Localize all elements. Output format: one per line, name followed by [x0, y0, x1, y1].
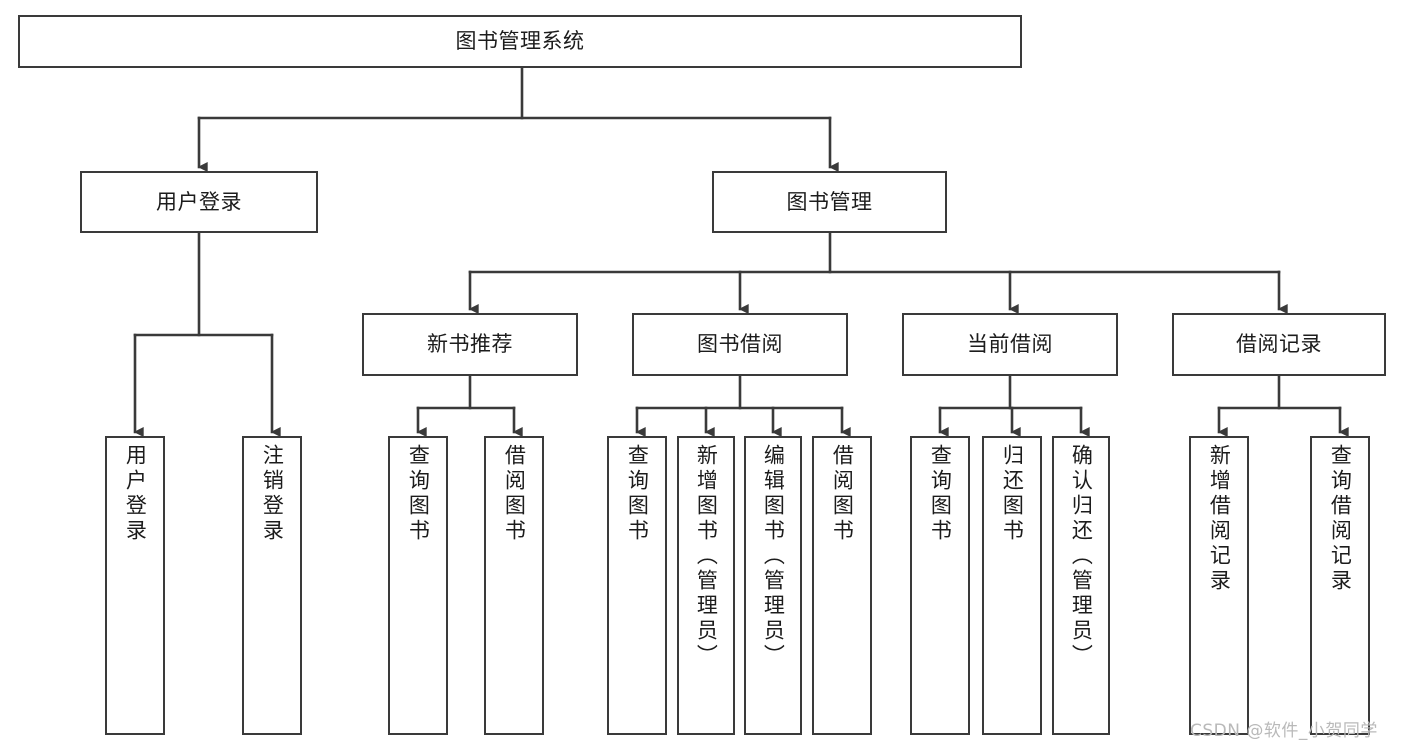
node-borrow-records[interactable]: 借阅记录 [1172, 313, 1386, 376]
leaf-confirm-return-admin[interactable]: 确认归还（管理员） [1052, 436, 1110, 735]
leaf-user-login[interactable]: 用户登录 [105, 436, 165, 735]
node-current-borrowing[interactable]: 当前借阅 [902, 313, 1118, 376]
node-book-borrowing[interactable]: 图书借阅 [632, 313, 848, 376]
leaf-borrow-books-rec-label: 借阅图书 [502, 444, 527, 544]
node-user-login[interactable]: 用户登录 [80, 171, 318, 233]
leaf-query-books-rec[interactable]: 查询图书 [388, 436, 448, 735]
leaf-query-borrow-record-label: 查询借阅记录 [1328, 444, 1353, 594]
leaf-logout[interactable]: 注销登录 [242, 436, 302, 735]
leaf-add-book-admin-label: 新增图书（管理员） [694, 444, 719, 669]
leaf-return-books[interactable]: 归还图书 [982, 436, 1042, 735]
leaf-query-borrow-record[interactable]: 查询借阅记录 [1310, 436, 1370, 735]
leaf-return-books-label: 归还图书 [1000, 444, 1025, 544]
leaf-confirm-return-admin-label: 确认归还（管理员） [1069, 444, 1094, 669]
node-current-borrowing-label: 当前借阅 [967, 332, 1053, 357]
leaf-user-login-label: 用户登录 [123, 444, 148, 544]
leaf-borrow-books-rec[interactable]: 借阅图书 [484, 436, 544, 735]
leaf-query-books-borrow-label: 查询图书 [625, 444, 650, 544]
leaf-add-borrow-record-label: 新增借阅记录 [1207, 444, 1232, 594]
leaf-add-book-admin[interactable]: 新增图书（管理员） [677, 436, 735, 735]
leaf-borrow-books-borrow-label: 借阅图书 [830, 444, 855, 544]
node-book-borrowing-label: 图书借阅 [697, 332, 783, 357]
leaf-query-books-current[interactable]: 查询图书 [910, 436, 970, 735]
node-book-management[interactable]: 图书管理 [712, 171, 947, 233]
node-book-management-label: 图书管理 [786, 189, 873, 214]
leaf-add-borrow-record[interactable]: 新增借阅记录 [1189, 436, 1249, 735]
leaf-query-books-borrow[interactable]: 查询图书 [607, 436, 667, 735]
node-new-book-recommendation[interactable]: 新书推荐 [362, 313, 578, 376]
leaf-edit-book-admin[interactable]: 编辑图书（管理员） [744, 436, 802, 735]
leaf-edit-book-admin-label: 编辑图书（管理员） [761, 444, 786, 669]
node-root-label: 图书管理系统 [455, 29, 585, 54]
node-borrow-records-label: 借阅记录 [1236, 332, 1322, 357]
leaf-query-books-current-label: 查询图书 [928, 444, 953, 544]
watermark: CSDN @软件_小贺同学 [1190, 721, 1378, 741]
leaf-borrow-books-borrow[interactable]: 借阅图书 [812, 436, 872, 735]
node-new-book-recommendation-label: 新书推荐 [427, 332, 513, 357]
leaf-logout-label: 注销登录 [260, 444, 285, 544]
node-root[interactable]: 图书管理系统 [18, 15, 1022, 68]
node-user-login-label: 用户登录 [156, 189, 242, 214]
leaf-query-books-rec-label: 查询图书 [406, 444, 431, 544]
